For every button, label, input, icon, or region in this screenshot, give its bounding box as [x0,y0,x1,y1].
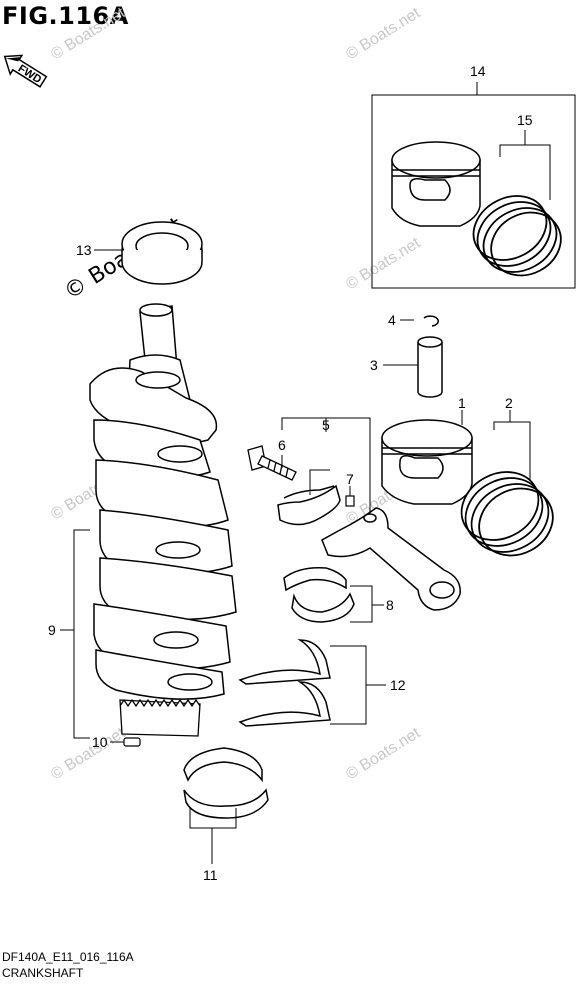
callout-15: 15 [517,112,533,128]
callout-5: 5 [322,417,330,433]
callout-6: 6 [278,437,286,453]
watermark-3: © Boats.net [343,234,424,293]
piston-pin-part [417,336,443,398]
circlip-part [423,315,439,327]
figure-title: FIG.116A [2,2,129,30]
piston-part [381,419,473,505]
conrod-cap-part [277,484,341,526]
callout-labels: 1 2 3 4 5 6 7 8 9 10 11 12 13 14 15 [48,63,533,883]
piston-part-box [391,141,481,227]
watermark-7: © Boats.net [343,724,424,783]
fwd-arrow-icon: FWD [3,54,48,88]
callout-9: 9 [48,622,56,638]
dowel-pin-part [345,495,355,507]
thrust-washer-part [238,639,331,727]
callout-14: 14 [470,63,486,79]
crankshaft-gear [119,698,201,737]
piston-rings-box [472,195,562,277]
callout-7: 7 [346,471,354,487]
plug-part [123,737,141,747]
crankshaft-part [89,303,237,700]
callout-11: 11 [203,867,218,883]
main-bearing-part [183,747,269,819]
callout-10: 10 [92,734,108,750]
connecting-rod-part [321,507,461,611]
callout-8: 8 [386,597,394,613]
callout-2: 2 [505,395,513,411]
conrod-bearing-part [283,566,355,623]
watermark-1: © Boats.net [48,4,129,63]
callout-4: 4 [388,312,396,328]
callout-13: 13 [76,242,92,258]
watermark-6: © Boats.net [48,724,129,783]
callout-1: 1 [458,395,466,411]
oil-seal-part [121,221,203,285]
callout-3: 3 [370,357,378,373]
figure-code: DF140A_E11_016_116A [2,950,134,964]
figure-name: CRANKSHAFT [2,966,84,980]
conrod-bolt-part [247,445,297,481]
piston-assembly-box [371,94,576,289]
callout-12: 12 [390,677,406,693]
watermark-2: © Boats.net [343,4,424,63]
piston-rings [460,471,554,557]
